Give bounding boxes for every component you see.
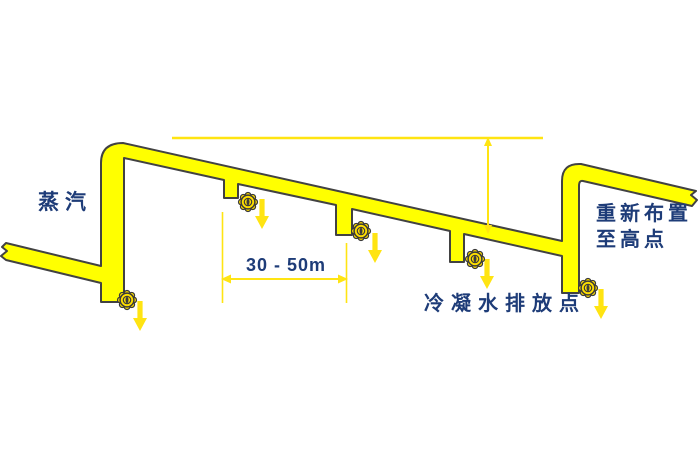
fall-dimension-arrow [484,137,492,234]
condensate-drain-label: 冷凝水排放点 [424,291,586,315]
drain-arrow-icon [368,233,382,263]
reroute-label-line2: 至高点 [596,227,668,251]
steam-pipe [0,142,698,303]
spacing-dimension-arrow [221,274,348,284]
steam-trap-icon [464,248,486,270]
trap-spacing-label: 30 - 50m [246,255,326,275]
steam-label: 蒸汽 [38,190,92,214]
steam-trap-icon [237,191,259,213]
dimension-lines [172,136,543,303]
reroute-label-line1: 重新布置 [596,201,692,225]
drain-arrow-icon [133,301,147,331]
drain-arrow-icon [594,289,608,319]
steam-trap-icon [116,289,138,311]
steam-trap-icon [350,220,372,242]
